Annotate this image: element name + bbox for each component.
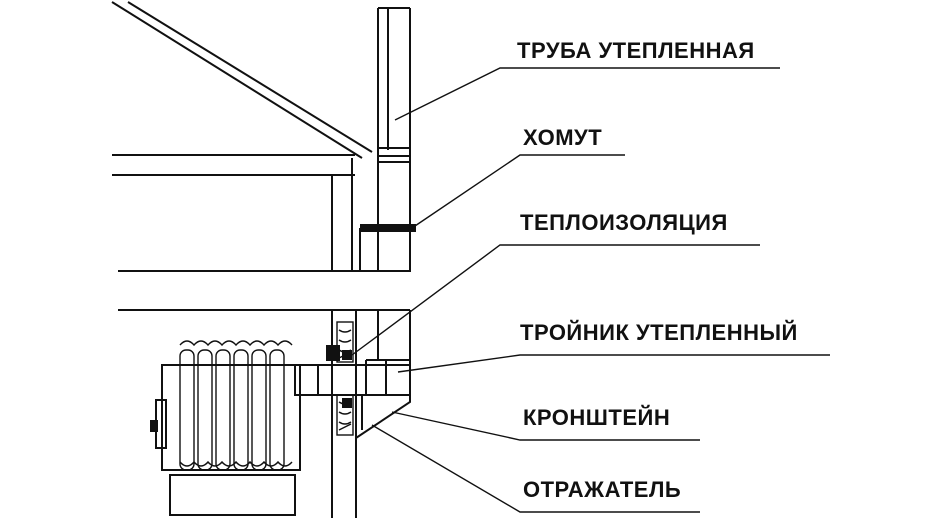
label-bracket: КРОНШТЕЙН [523, 405, 670, 430]
label-pipe: ТРУБА УТЕПЛЕННАЯ [517, 38, 755, 63]
insulated-pipe [377, 7, 411, 272]
insulated-tee [294, 345, 411, 396]
clamp [359, 224, 416, 272]
bracket [355, 394, 411, 440]
label-insulation: ТЕПЛОИЗОЛЯЦИЯ [520, 210, 728, 235]
stove [150, 340, 301, 516]
ceiling-lines [118, 270, 410, 311]
leader-lines [351, 67, 830, 513]
label-reflector: ОТРАЖАТЕЛЬ [523, 477, 681, 502]
roof [111, 1, 373, 272]
stove-fins [179, 340, 293, 471]
label-tee: ТРОЙНИК УТЕПЛЕННЫЙ [520, 320, 798, 345]
label-clamp: ХОМУТ [523, 125, 602, 150]
